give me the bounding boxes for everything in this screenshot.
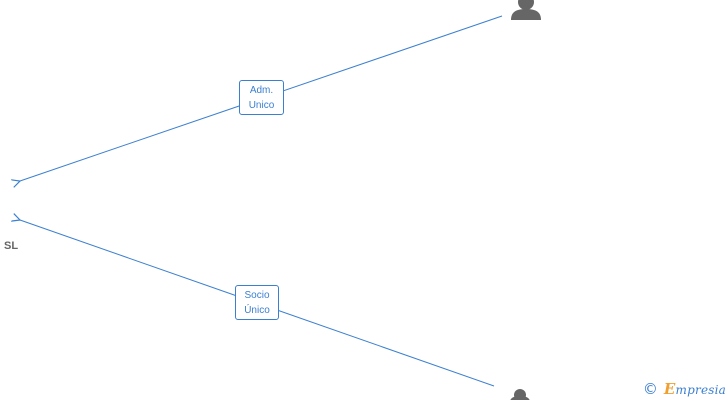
company-label[interactable]: SL [4, 240, 19, 252]
role-label-line1: Socio [244, 290, 270, 301]
person-icon[interactable] [510, 389, 530, 400]
brand-initial: E [663, 380, 676, 398]
role-label-line1: Adm. [249, 85, 274, 96]
footer-brand[interactable]: © Empresia [643, 380, 726, 398]
role-label-line2: Unico [248, 100, 275, 111]
brand-logo[interactable]: Empresia [664, 380, 726, 398]
role-box-adm-unico: Adm. Unico [239, 80, 284, 115]
role-box-socio-unico: Socio Único [235, 285, 279, 320]
brand-name: mpresia [675, 383, 726, 397]
role-label-line2: Único [244, 305, 270, 316]
person-icon[interactable] [511, 0, 541, 20]
copyright-icon: © [642, 379, 658, 398]
